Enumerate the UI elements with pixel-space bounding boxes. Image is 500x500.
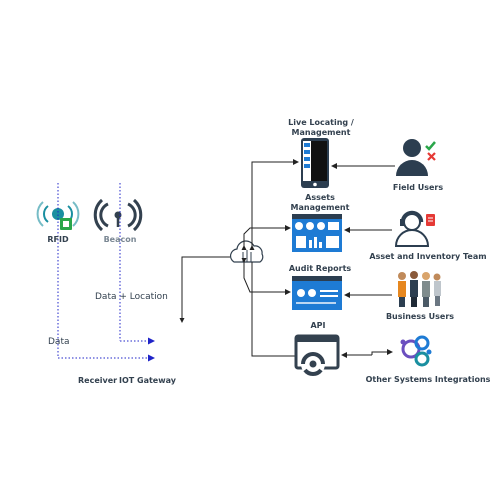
- iot-gateway-label: IOT Gateway: [119, 376, 176, 385]
- cloud-to-apps-connectors: [241, 159, 299, 357]
- rfid-icon: [36, 201, 80, 230]
- gateway-connector: [179, 256, 230, 323]
- business-users-label: Business Users: [385, 312, 455, 321]
- audit-reports-icon: [292, 276, 342, 310]
- beacon-label: Beacon: [103, 235, 137, 244]
- support-agent-icon: [394, 210, 435, 247]
- beacon-data-line: [119, 183, 155, 345]
- data-location-label: Data + Location: [95, 292, 168, 302]
- asset-team-label: Asset and Inventory Team: [369, 252, 487, 261]
- assets-dashboard-icon: [292, 214, 342, 252]
- audit-reports-title: Audit Reports: [288, 264, 352, 273]
- live-locating-device-icon: [301, 138, 329, 188]
- user-to-app-arrows: [331, 163, 395, 358]
- other-systems-label: Other Systems Integrations: [365, 375, 491, 384]
- rfid-label: RFID: [47, 235, 69, 244]
- receiver-label: Receiver: [78, 376, 118, 385]
- integrations-icon: [400, 335, 432, 367]
- live-locating-title-line2: Management: [291, 128, 351, 137]
- cloud-icon: [229, 240, 264, 263]
- field-user-icon: [396, 139, 436, 176]
- field-users-label: Field Users: [392, 183, 444, 192]
- business-users-icon: [398, 271, 441, 307]
- live-locating-title-line1: Live Locating /: [288, 118, 354, 127]
- data-label: Data: [48, 337, 70, 347]
- assets-title-line1: Assets: [305, 193, 335, 202]
- beacon-icon: [93, 198, 143, 232]
- assets-title-line2: Management: [290, 203, 350, 212]
- api-title: API: [310, 321, 326, 330]
- api-icon: [294, 334, 340, 376]
- rfid-data-line: [57, 183, 155, 362]
